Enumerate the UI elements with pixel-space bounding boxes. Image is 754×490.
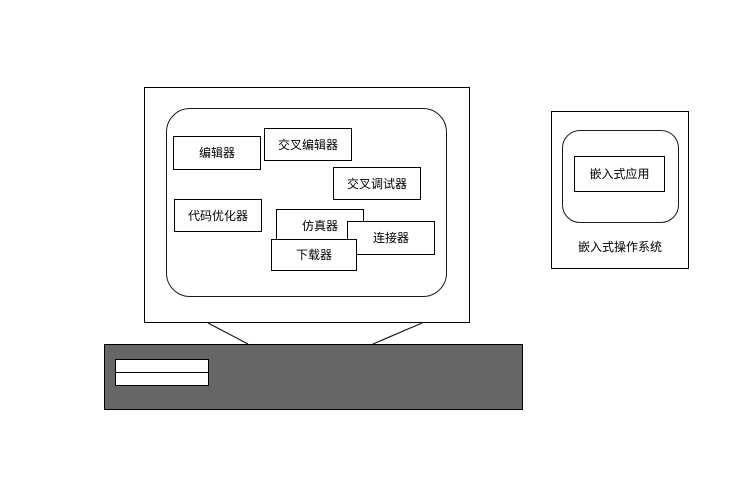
tool-box-cross-editor: 交叉编辑器 [264, 128, 352, 161]
embedded-app-label: 嵌入式应用 [589, 167, 650, 181]
drive-slot-lower [116, 373, 208, 385]
disk-drive-slot [115, 359, 209, 386]
tool-label: 编辑器 [198, 146, 235, 160]
tool-label: 仿真器 [301, 218, 338, 233]
tool-box-cross-debugger: 交叉调试器 [333, 167, 421, 200]
tool-label: 连接器 [372, 231, 409, 245]
monitor-screen: 编辑器 交叉编辑器 交叉调试器 代码优化器 仿真器 连接器 下载器 [166, 108, 447, 297]
tool-box-editor: 编辑器 [173, 136, 261, 170]
tool-label: 代码优化器 [187, 208, 248, 223]
computer-base-unit [104, 344, 523, 410]
stand-line-right [372, 322, 423, 345]
tool-label: 交叉调试器 [346, 176, 407, 191]
tool-box-linker: 连接器 [347, 221, 435, 255]
embedded-os-label: 嵌入式操作系统 [577, 240, 662, 254]
host-monitor: 编辑器 交叉编辑器 交叉调试器 代码优化器 仿真器 连接器 下载器 [144, 87, 470, 323]
tool-box-downloader: 下载器 [271, 239, 357, 271]
embedded-device-box: 嵌入式应用 嵌入式操作系统 [551, 111, 689, 269]
monitor-stand-lines [207, 322, 423, 345]
stand-line-left [207, 322, 249, 345]
embedded-os-container: 嵌入式应用 [562, 130, 679, 223]
drive-slot-upper [116, 360, 208, 373]
tool-box-code-optimizer: 代码优化器 [174, 199, 262, 232]
embedded-app-box: 嵌入式应用 [574, 156, 665, 192]
tool-label: 交叉编辑器 [277, 137, 338, 152]
tool-label: 下载器 [295, 248, 332, 262]
